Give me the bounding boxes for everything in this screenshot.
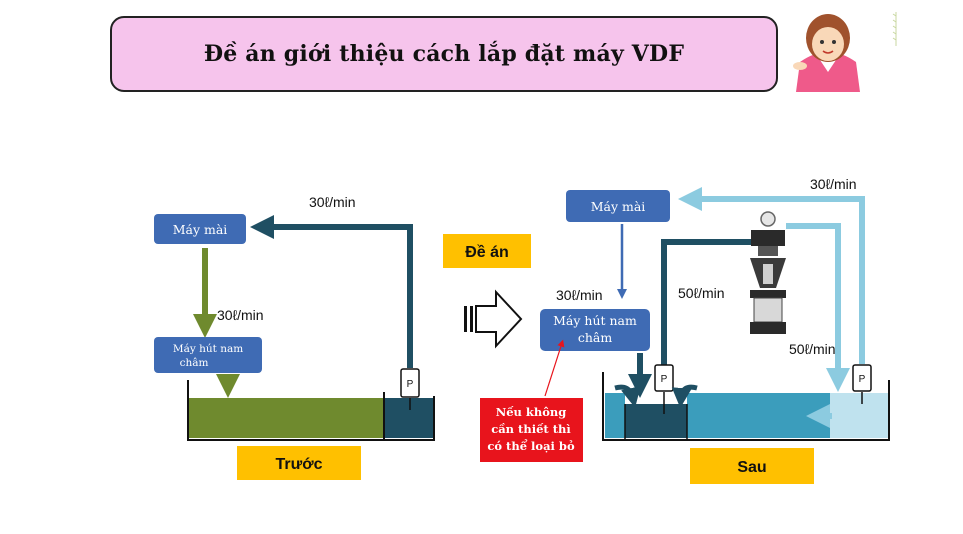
vdf-filter-unit — [750, 211, 786, 334]
note-pointer-arrow — [544, 339, 565, 397]
before-magnet-label-2: châm — [180, 357, 209, 369]
transition-arrow-icon — [464, 289, 523, 349]
before-clean-chamber — [384, 398, 434, 438]
after-filtered-section — [687, 393, 830, 438]
note-line-3: có thể loại bỏ — [487, 439, 575, 453]
before-tag — [237, 446, 361, 480]
before-magnet-label-1: Máy hút nam — [173, 343, 243, 355]
before-pump — [400, 368, 420, 398]
before-magnet-box — [154, 337, 262, 373]
after-pump-right-label: P — [859, 374, 866, 385]
before-flow-top-label: 30ℓ/min — [309, 194, 356, 210]
after-flow-magnet-label: 30ℓ/min — [556, 287, 603, 303]
after-flow-right-label: 50ℓ/min — [789, 341, 836, 357]
after-tag-label: Sau — [737, 459, 766, 476]
before-return-pipe — [250, 215, 413, 368]
after-flow-vdf-label: 50ℓ/min — [678, 285, 725, 301]
after-chamber-walls — [624, 404, 688, 440]
before-grinder-box — [154, 214, 246, 244]
after-magnet-box — [540, 309, 650, 351]
before-grinder-label: Máy mài — [173, 222, 228, 237]
after-flow-top-label: 30ℓ/min — [810, 176, 857, 192]
title-banner: Đề án giới thiệu cách lắp đặt máy VDF — [110, 16, 778, 92]
decorative-leaf-icon — [892, 12, 897, 46]
note-line-1: Nếu không — [496, 405, 567, 419]
after-clean-section — [830, 393, 888, 438]
after-inlet-section — [605, 393, 625, 438]
note-box — [480, 398, 583, 462]
before-tag-label: Trước — [276, 456, 323, 473]
after-magnet-label-2: châm — [578, 330, 613, 345]
before-coolant-tank — [188, 398, 384, 438]
after-dirty-chamber — [625, 404, 687, 438]
after-pump-left-label: P — [661, 374, 668, 385]
after-vdf-feed-pipe — [661, 239, 752, 366]
note-line-2: cần thiết thì — [491, 422, 571, 436]
presenter-avatar-icon — [793, 14, 860, 92]
after-grinder-label: Máy mài — [591, 199, 646, 214]
page-title: Đề án giới thiệu cách lắp đặt máy VDF — [203, 41, 685, 67]
after-pump-right — [852, 364, 872, 392]
center-tag — [443, 234, 531, 268]
after-pump-left — [654, 364, 674, 392]
before-flow-down-label: 30ℓ/min — [217, 307, 264, 323]
center-tag-label: Đề án — [465, 244, 509, 261]
before-pump-label: P — [407, 379, 414, 390]
after-vdf-output-pipe — [786, 223, 850, 392]
after-tank-walls — [602, 372, 890, 441]
before-tank-walls — [187, 380, 435, 441]
after-magnet-label-1: Máy hút nam — [553, 313, 637, 328]
after-outlet-curve-arrow — [671, 384, 698, 408]
after-tag — [690, 448, 814, 484]
after-return-pipe — [678, 187, 865, 364]
after-grinder-box — [566, 190, 670, 222]
